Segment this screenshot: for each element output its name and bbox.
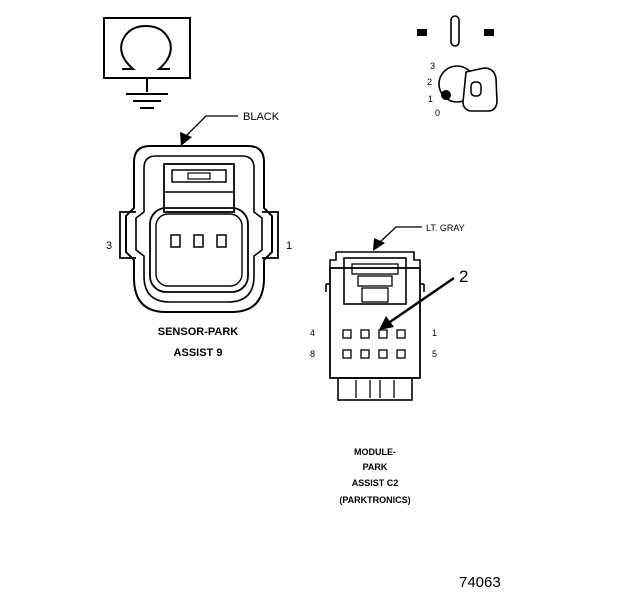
ohm-ground-icon [103,17,191,109]
ignition-position-3: 3 [430,61,435,71]
ignition-position-0: 0 [435,108,440,118]
module-name-line3: ASSIST C2 [352,478,399,488]
module-pin-top-left: 4 [310,328,315,338]
figure-number: 74063 [459,574,501,591]
ltgray-leader-arrow [373,226,422,251]
callout-number: 2 [459,267,468,286]
sensor-color-label: BLACK [243,111,280,123]
sensor-name-line2: ASSIST 9 [174,347,223,359]
sensor-pin-left: 3 [106,240,112,252]
ignition-position-1: 1 [428,94,433,104]
module-connector [325,251,425,401]
sensor-connector [119,145,279,313]
module-name-line4: (PARKTRONICS) [339,495,410,505]
ignition-position-2: 2 [427,77,432,87]
black-leader-arrow [180,115,238,146]
module-pin-bottom-left: 8 [310,349,315,359]
sensor-pin-right: 1 [286,240,292,252]
sensor-name-line1: SENSOR-PARK [158,326,239,338]
callout-2-arrow [379,276,455,330]
module-pin-top-right: 1 [432,328,437,338]
module-pin-bottom-right: 5 [432,349,437,359]
module-color-label: LT. GRAY [426,223,465,233]
module-name-line2: PARK [363,462,388,472]
module-name-line1: MODULE- [354,447,396,457]
ignition-key-icon [417,15,498,112]
